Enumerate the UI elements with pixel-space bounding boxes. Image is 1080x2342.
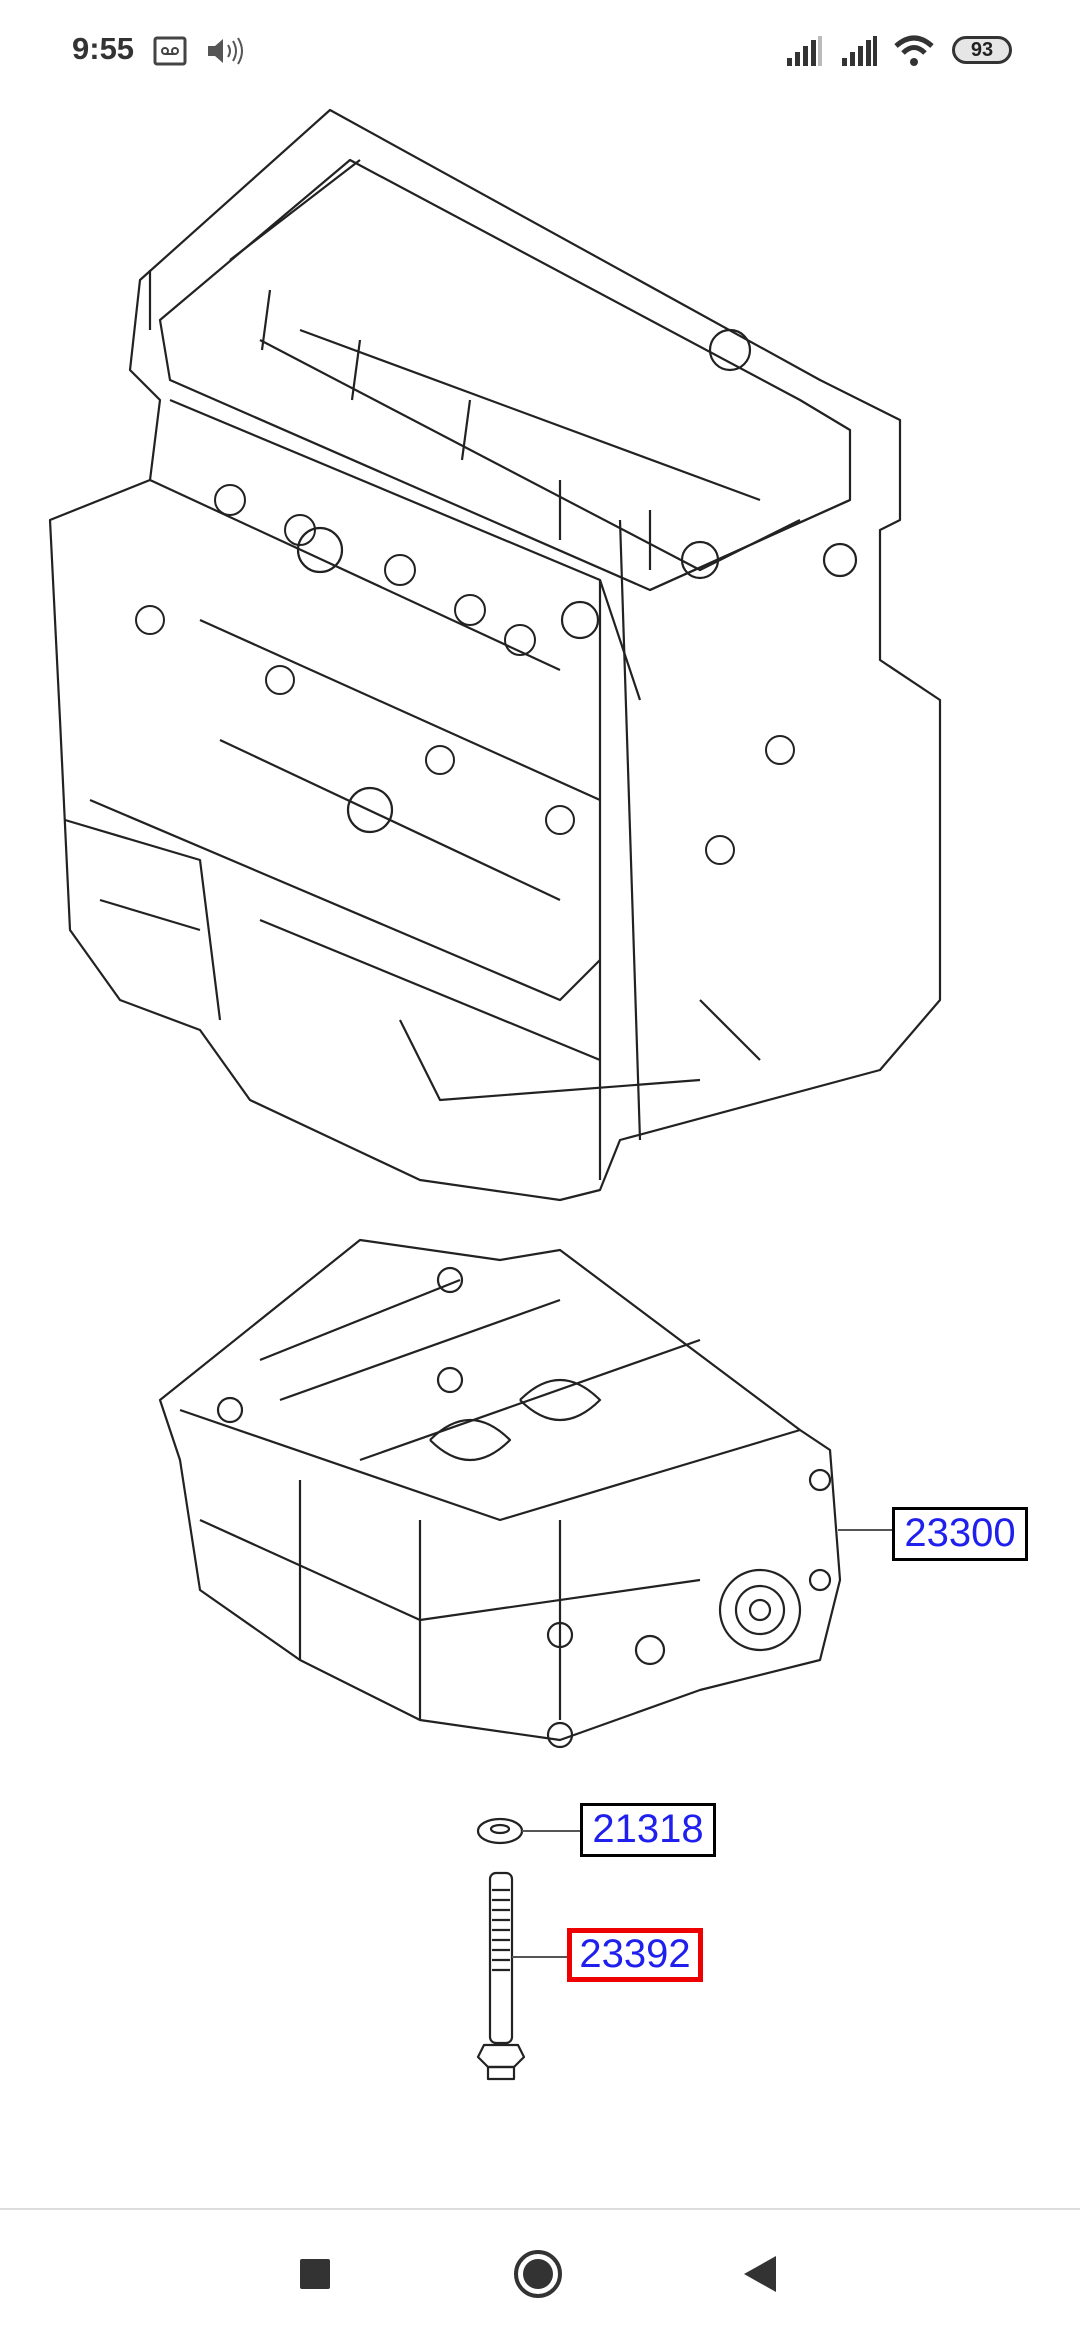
wifi-icon [894, 35, 934, 66]
signal-icon [842, 36, 877, 66]
back-triangle-icon[interactable] [742, 2254, 778, 2294]
parts-diagram [48, 108, 942, 2081]
washer-drawing [476, 1817, 580, 1845]
engine-block-drawing [48, 108, 942, 1202]
signal-icon [787, 36, 822, 66]
balance-shaft-assembly-drawing [158, 1238, 892, 1749]
status-bar: 9:55 93 [0, 0, 1080, 100]
bolt-drawing [476, 1871, 567, 2081]
part-label-21318[interactable]: 21318 [580, 1803, 716, 1857]
recents-square-icon[interactable] [298, 2257, 332, 2291]
part-label-23392-selected[interactable]: 23392 [567, 1928, 703, 1982]
battery-icon: 93 [952, 36, 1012, 64]
volume-icon [208, 37, 243, 65]
navigation-bar [0, 2208, 1080, 2342]
voicemail-icon [153, 36, 187, 66]
home-circle-icon[interactable] [512, 2248, 564, 2300]
status-time: 9:55 [72, 31, 135, 66]
part-label-23300[interactable]: 23300 [892, 1507, 1028, 1561]
